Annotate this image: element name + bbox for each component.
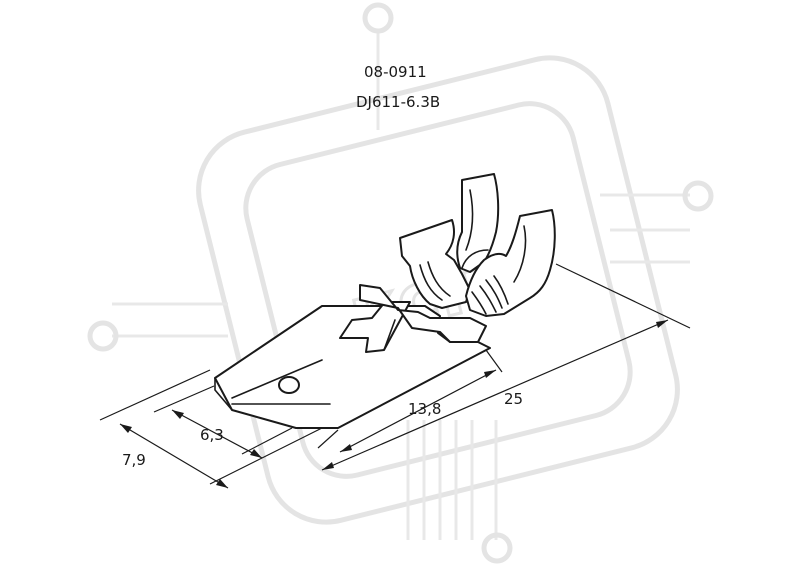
- locking-tab: [339, 301, 411, 353]
- part-code: 08-0911: [364, 63, 427, 81]
- watermark-node-top: [362, 2, 394, 34]
- dim-label-13-8: 13,8: [408, 400, 441, 418]
- watermark-logo: ксн: [87, 2, 714, 564]
- blade-hole: [278, 376, 300, 394]
- front-crimp-wing: [465, 209, 556, 317]
- female-terminal-part: [214, 173, 556, 429]
- dim-label-6-3: 6,3: [200, 426, 224, 444]
- part-model: DJ611-6.3B: [356, 93, 440, 111]
- dimension-lines: [99, 263, 691, 489]
- dim-label-7-9: 7,9: [122, 451, 146, 469]
- watermark-node-bottom: [481, 532, 513, 564]
- watermark-node-right: [682, 180, 714, 212]
- watermark-node-left: [87, 320, 119, 352]
- dim-label-25: 25: [504, 390, 523, 408]
- transition-plate: [359, 284, 487, 343]
